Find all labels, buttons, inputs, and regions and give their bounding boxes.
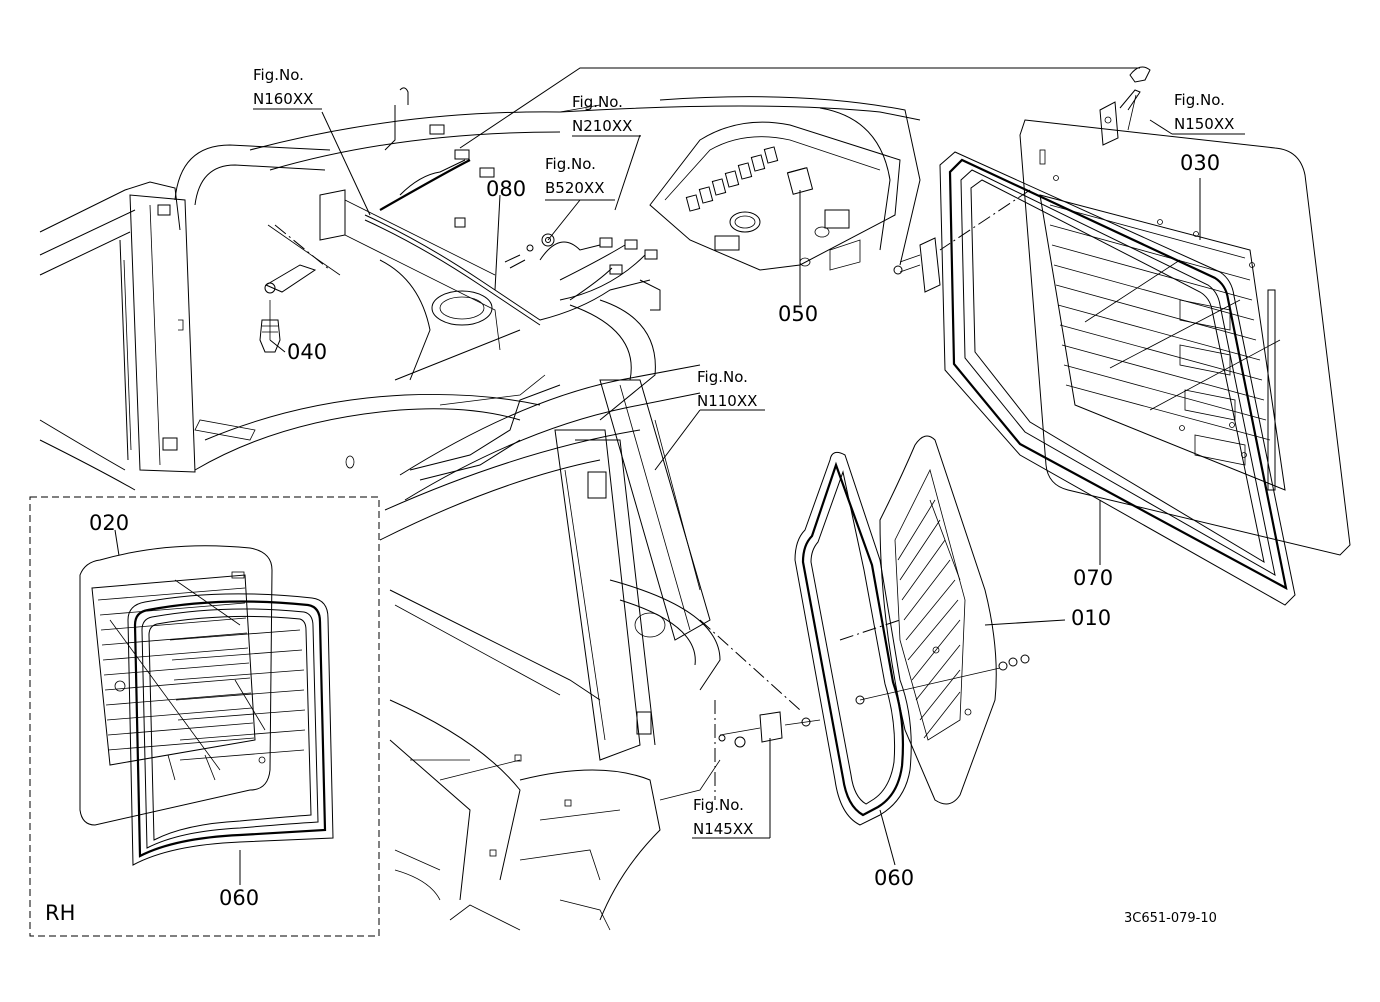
- fig-ref-n145-line1: Fig.No.: [693, 796, 744, 814]
- part-060-seal-right-drawing: [794, 451, 912, 826]
- fig-ref-n160-line2: N160XX: [253, 90, 313, 108]
- fig-ref-n145-line2: N145XX: [693, 820, 753, 838]
- fig-ref-n210-line2: N210XX: [572, 117, 632, 135]
- part-040-fastener-drawing: [259, 224, 341, 353]
- part-label-050: 050: [778, 302, 818, 326]
- fig-ref-b520-line2: B520XX: [545, 179, 604, 197]
- part-label-060-right: 060: [874, 866, 914, 890]
- part-label-060-inset: 060: [219, 886, 259, 910]
- bracket-drawing: [893, 66, 1151, 293]
- wiring-harness-drawing: [364, 87, 661, 326]
- part-050-switch-drawing: [786, 167, 814, 195]
- part-label-030: 030: [1180, 151, 1220, 175]
- switch-console-drawing: [649, 121, 901, 271]
- cab-frame-drawing: [39, 96, 921, 931]
- inset-label-rh: RH: [45, 901, 75, 925]
- part-label-010: 010: [1071, 606, 1111, 630]
- part-label-040: 040: [287, 340, 327, 364]
- leader-lines: [114, 67, 1245, 885]
- rh-inset: [29, 496, 380, 937]
- fig-ref-n110-line1: Fig.No.: [697, 368, 748, 386]
- part-label-070: 070: [1073, 566, 1113, 590]
- part-070-seal-drawing: [939, 151, 1296, 606]
- phantom-lines: [274, 189, 1031, 800]
- part-010-panel-drawing: [879, 435, 997, 805]
- fig-ref-n150-line1: Fig.No.: [1174, 91, 1225, 109]
- fig-ref-n160-line1: Fig.No.: [253, 66, 304, 84]
- fig-ref-n110-line2: N110XX: [697, 392, 757, 410]
- part-label-020: 020: [89, 511, 129, 535]
- part-label-080: 080: [486, 177, 526, 201]
- fig-ref-n210-line1: Fig.No.: [572, 93, 623, 111]
- drawing-code: 3C651-079-10: [1124, 911, 1217, 926]
- part-030-panel-drawing: [1019, 119, 1351, 556]
- fig-ref-n150-line2: N150XX: [1174, 115, 1234, 133]
- fig-ref-b520-line1: Fig.No.: [545, 155, 596, 173]
- hinge-hardware-drawing: [718, 654, 1030, 748]
